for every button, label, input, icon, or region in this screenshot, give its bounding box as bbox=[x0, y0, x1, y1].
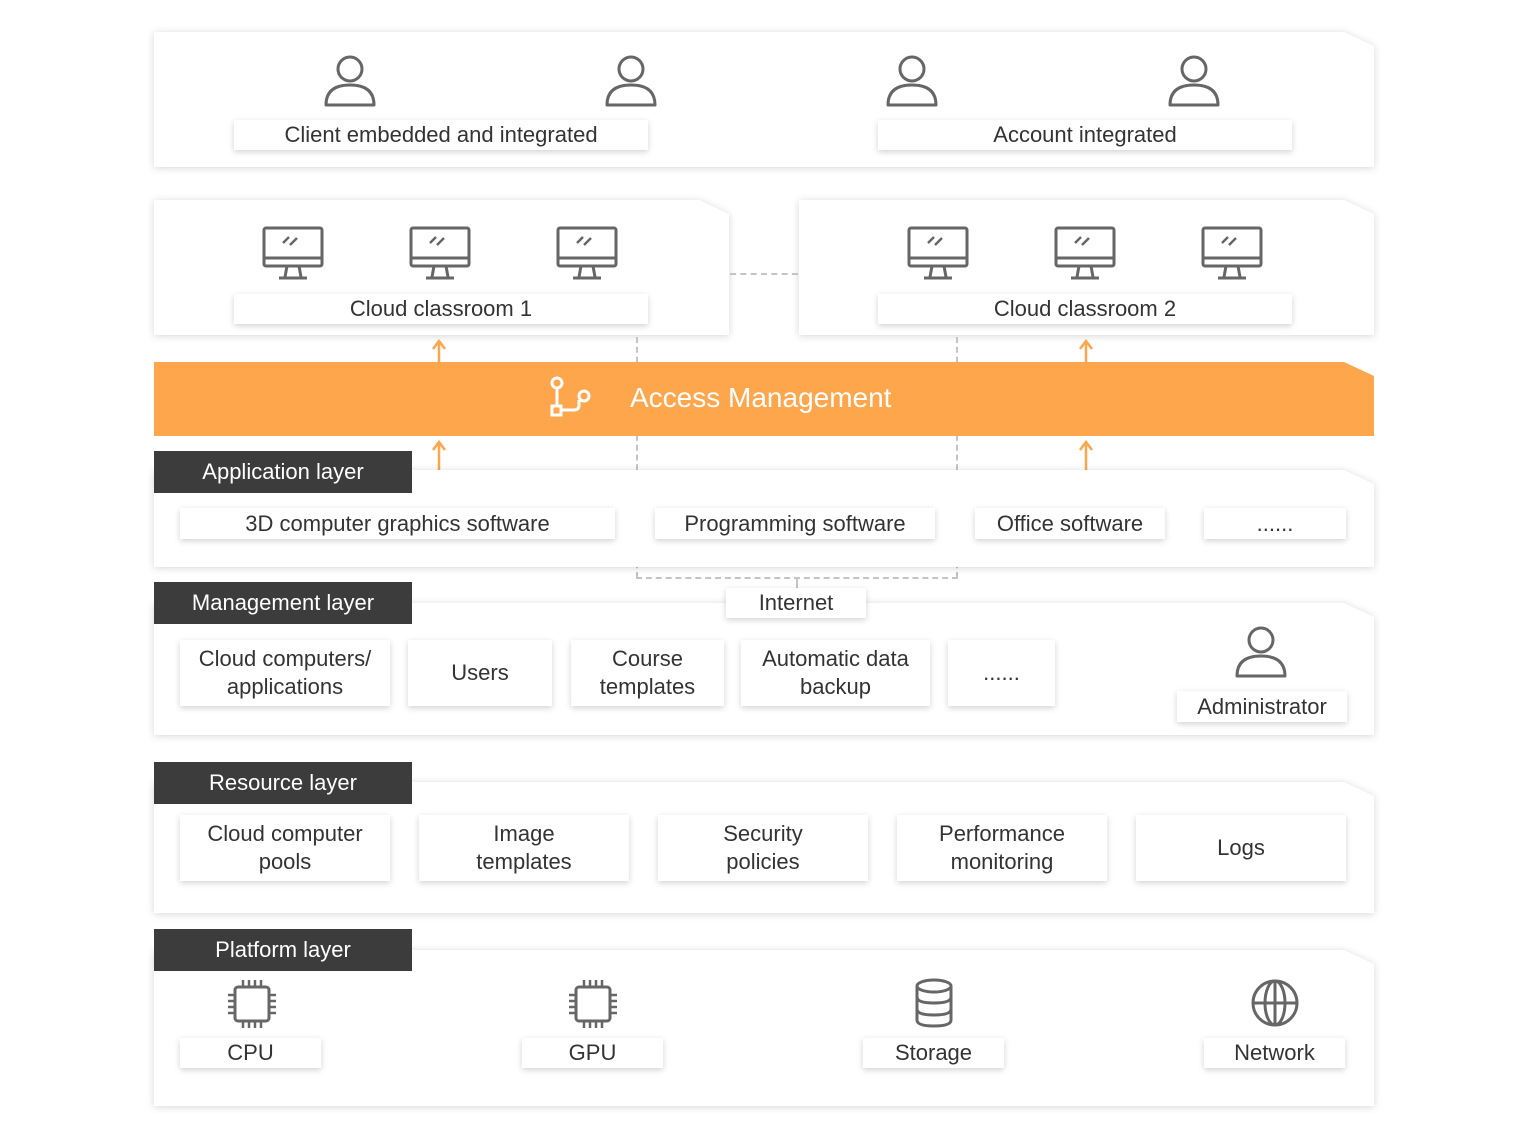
mgmt-more-label: ...... bbox=[948, 640, 1055, 706]
platform-layer-panel bbox=[154, 950, 1374, 1106]
res-cloud-computer-pools-label: Cloud computer pools bbox=[180, 815, 390, 881]
platform-storage-label: Storage bbox=[863, 1038, 1004, 1068]
administrator-user-icon bbox=[1235, 626, 1287, 678]
resource-layer-tag: Resource layer bbox=[154, 762, 412, 804]
database-icon bbox=[915, 978, 953, 1028]
arrow-up-icon bbox=[432, 440, 446, 470]
application-layer-tag: Application layer bbox=[154, 451, 412, 493]
platform-gpu-label: GPU bbox=[522, 1038, 663, 1068]
user-icon bbox=[324, 55, 376, 107]
access-management-title: Access Management bbox=[630, 382, 892, 413]
arrow-up-icon bbox=[1079, 339, 1093, 363]
monitor-icon bbox=[556, 226, 618, 280]
res-logs-label: Logs bbox=[1136, 815, 1346, 881]
res-image-templates-label: Image templates bbox=[419, 815, 629, 881]
monitor-icon bbox=[907, 226, 969, 280]
account-integrated-label: Account integrated bbox=[878, 120, 1292, 150]
branch-icon bbox=[550, 376, 591, 417]
internet-dashed-line bbox=[956, 337, 958, 578]
res-performance-monitoring-label: Performance monitoring bbox=[897, 815, 1107, 881]
internet-label: Internet bbox=[726, 588, 866, 618]
monitor-icon bbox=[409, 226, 471, 280]
management-layer-tag: Management layer bbox=[154, 582, 412, 624]
gpu-chip-icon bbox=[569, 980, 617, 1028]
app-office-label: Office software bbox=[975, 508, 1165, 539]
mgmt-cloud-computers-label: Cloud computers/ applications bbox=[180, 640, 390, 706]
platform-cpu-label: CPU bbox=[180, 1038, 321, 1068]
mgmt-users-label: Users bbox=[408, 640, 552, 706]
cloud-classroom-2-label: Cloud classroom 2 bbox=[878, 294, 1292, 324]
user-icon bbox=[1168, 55, 1220, 107]
user-icon bbox=[605, 55, 657, 107]
app-more-label: ...... bbox=[1204, 508, 1346, 539]
platform-layer-tag: Platform layer bbox=[154, 929, 412, 971]
cpu-chip-icon bbox=[228, 980, 276, 1028]
globe-icon bbox=[1251, 979, 1299, 1027]
access-management-bar bbox=[154, 362, 1374, 436]
app-3d-graphics-label: 3D computer graphics software bbox=[180, 508, 615, 539]
mgmt-data-backup-label: Automatic data backup bbox=[741, 640, 930, 706]
monitor-icon bbox=[262, 226, 324, 280]
internet-dashed-line bbox=[796, 578, 798, 590]
mgmt-course-templates-label: Course templates bbox=[571, 640, 724, 706]
monitor-icon bbox=[1201, 226, 1263, 280]
internet-dashed-line bbox=[636, 337, 638, 578]
classroom-connector-line bbox=[730, 273, 798, 275]
administrator-label: Administrator bbox=[1177, 691, 1347, 722]
cloud-classroom-1-label: Cloud classroom 1 bbox=[234, 294, 648, 324]
app-programming-label: Programming software bbox=[655, 508, 935, 539]
client-embedded-label: Client embedded and integrated bbox=[234, 120, 648, 150]
arrow-up-icon bbox=[432, 339, 446, 363]
platform-network-label: Network bbox=[1204, 1038, 1345, 1068]
monitor-icon bbox=[1054, 226, 1116, 280]
res-security-policies-label: Security policies bbox=[658, 815, 868, 881]
arrow-up-icon bbox=[1079, 440, 1093, 470]
user-icon bbox=[886, 55, 938, 107]
